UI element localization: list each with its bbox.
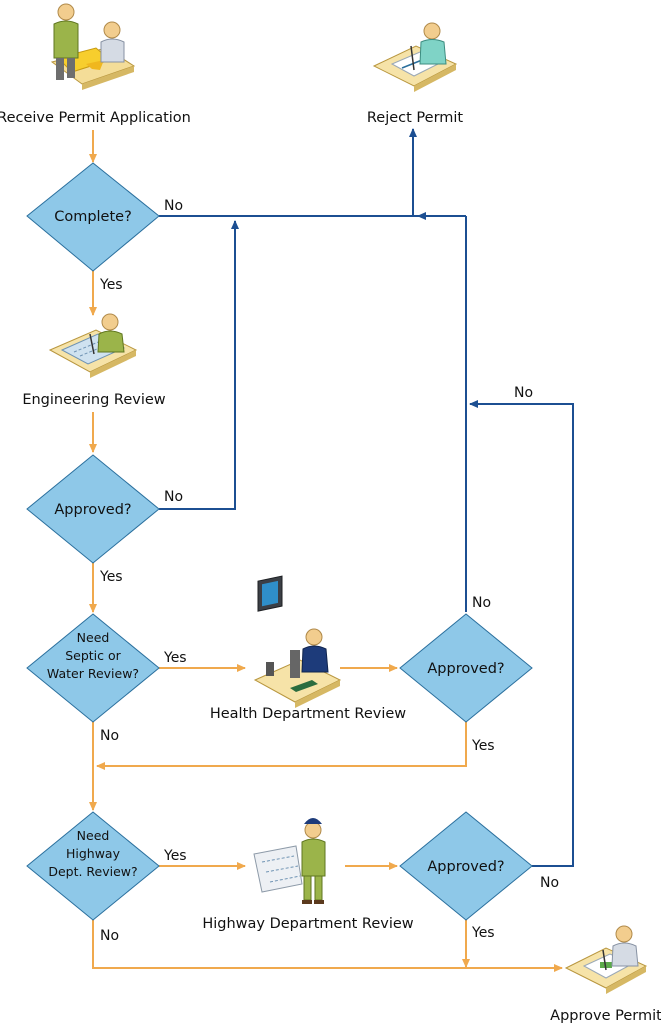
- receive-application-illustration: [50, 3, 136, 90]
- decision-label: Approved?: [427, 859, 504, 875]
- blue-connectors: [159, 128, 574, 867]
- health-review-illustration: [253, 575, 342, 708]
- decision-diamond: [399, 613, 533, 723]
- decision-approved-highway: Approved?: [399, 811, 533, 921]
- branch-labels: No Yes No Yes No Yes No No Yes Yes No No…: [99, 198, 559, 944]
- decision-label: Complete?: [54, 209, 132, 225]
- decision-approved-health: Approved?: [399, 613, 533, 723]
- decision-label-line3: Water Review?: [47, 666, 139, 681]
- decision-complete: Complete?: [26, 162, 160, 272]
- decision-label-line1: Need: [77, 630, 110, 645]
- decision-septic-water: Need Septic or Water Review?: [26, 613, 160, 723]
- step-label-highway-review: Highway Department Review: [202, 916, 413, 932]
- branch-label-no: No: [100, 928, 119, 944]
- decision-diamond: [26, 454, 160, 564]
- highway-review-illustration: [253, 818, 326, 904]
- branch-label-yes: Yes: [471, 738, 495, 754]
- orange-connectors: [89, 130, 563, 972]
- arrow-approved2-yes: [96, 722, 467, 770]
- decision-label: Approved?: [54, 502, 131, 518]
- decision-diamond: [26, 162, 160, 272]
- decision-label-line2: Highway: [66, 846, 121, 861]
- approve-permit-illustration: [564, 925, 648, 994]
- decision-label-line3: Dept. Review?: [48, 864, 137, 879]
- arrow-approved1-no: [159, 220, 239, 510]
- branch-label-yes: Yes: [99, 277, 123, 293]
- step-label-engineering-review: Engineering Review: [22, 392, 165, 408]
- branch-label-yes: Yes: [99, 569, 123, 585]
- decision-label: Approved?: [427, 661, 504, 677]
- step-label-reject-permit: Reject Permit: [367, 110, 464, 126]
- branch-label-no: No: [100, 728, 119, 744]
- step-label-approve-permit: Approve Permit: [550, 1008, 661, 1024]
- branch-label-no: No: [164, 489, 183, 505]
- branch-label-no: No: [472, 595, 491, 611]
- branch-label-no: No: [164, 198, 183, 214]
- decision-approved-engineering: Approved?: [26, 454, 160, 564]
- decision-diamond: [26, 811, 160, 921]
- branch-label-yes: Yes: [163, 848, 187, 864]
- arrow-approved3-no: [469, 400, 574, 867]
- arrow-highway-no-to-approve: [92, 920, 563, 972]
- decision-label-line2: Septic or: [65, 648, 121, 663]
- reject-permit-illustration: [372, 22, 458, 92]
- branch-label-no: No: [540, 875, 559, 891]
- decision-diamond: [399, 811, 533, 921]
- engineering-review-illustration: [48, 313, 138, 378]
- decision-highway: Need Highway Dept. Review?: [26, 811, 160, 921]
- step-label-receive-application: Receive Permit Application: [0, 110, 191, 126]
- decision-label-line1: Need: [77, 828, 110, 843]
- branch-label-no: No: [514, 385, 533, 401]
- step-label-health-review: Health Department Review: [210, 706, 406, 722]
- branch-label-yes: Yes: [471, 925, 495, 941]
- branch-label-yes: Yes: [163, 650, 187, 666]
- decision-diamond: [26, 613, 160, 723]
